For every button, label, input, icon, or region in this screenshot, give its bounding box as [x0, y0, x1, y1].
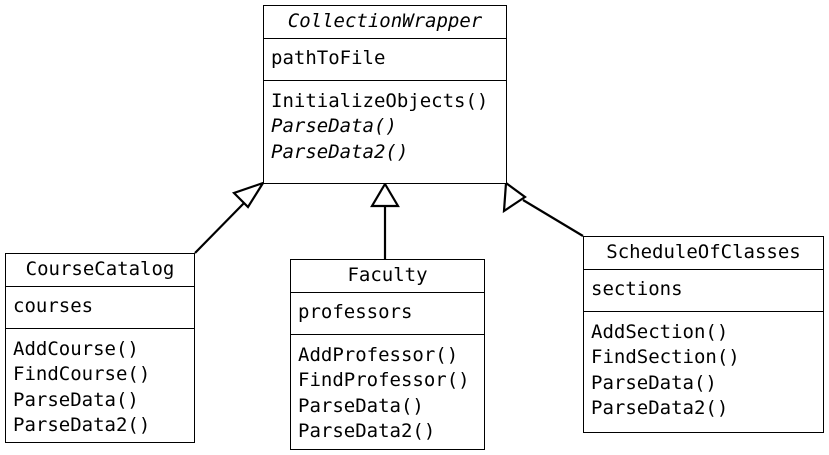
generalization-faculty-to-collectionwrapper	[370, 181, 400, 259]
class-attributes-scheduleofclasses: sections	[584, 270, 823, 312]
operation-item: AddProfessor()	[298, 344, 459, 366]
operation-item: ParseData2()	[271, 140, 409, 163]
generalization-scheduleofclasses-to-collectionwrapper	[502, 180, 584, 237]
attribute-item: pathToFile	[271, 47, 386, 69]
operation-item: ParseData2()	[13, 413, 151, 436]
uml-class-collectionwrapper[interactable]: CollectionWrapper pathToFile InitializeO…	[263, 5, 507, 184]
class-operations-coursecatalog: AddCourse() FindCourse() ParseData() Par…	[6, 329, 194, 446]
operation-item: ParseData()	[298, 394, 424, 417]
class-name-scheduleofclasses: ScheduleOfClasses	[584, 237, 823, 270]
operation-item: ParseData()	[591, 371, 717, 394]
class-name-collectionwrapper: CollectionWrapper	[264, 6, 506, 39]
class-name-coursecatalog: CourseCatalog	[6, 254, 194, 287]
attribute-item: sections	[591, 278, 683, 300]
attribute-item: professors	[298, 301, 413, 323]
operation-item: AddCourse()	[13, 338, 139, 360]
operation-item: FindProfessor()	[298, 369, 470, 392]
class-operations-scheduleofclasses: AddSection() FindSection() ParseData() P…	[584, 312, 823, 429]
class-attributes-faculty: professors	[291, 293, 484, 335]
operation-item: InitializeObjects()	[271, 90, 489, 112]
class-operations-collectionwrapper: InitializeObjects() ParseData() ParseDat…	[264, 81, 506, 173]
operation-item: FindCourse()	[13, 363, 151, 386]
operation-item: ParseData()	[13, 388, 139, 411]
class-attributes-collectionwrapper: pathToFile	[264, 39, 506, 81]
class-attributes-coursecatalog: courses	[6, 287, 194, 329]
operation-item: ParseData2()	[298, 419, 436, 442]
operation-item: FindSection()	[591, 346, 740, 369]
attribute-item: courses	[13, 295, 94, 317]
uml-class-scheduleofclasses[interactable]: ScheduleOfClasses sections AddSection() …	[583, 236, 824, 433]
class-operations-faculty: AddProfessor() FindProfessor() ParseData…	[291, 335, 484, 452]
class-name-faculty: Faculty	[291, 260, 484, 293]
generalization-coursecatalog-to-collectionwrapper	[194, 180, 266, 254]
operation-item: ParseData2()	[591, 396, 729, 419]
operation-item: ParseData()	[271, 115, 397, 138]
uml-class-coursecatalog[interactable]: CourseCatalog courses AddCourse() FindCo…	[5, 253, 195, 443]
uml-class-faculty[interactable]: Faculty professors AddProfessor() FindPr…	[290, 259, 485, 450]
operation-item: AddSection()	[591, 321, 729, 343]
